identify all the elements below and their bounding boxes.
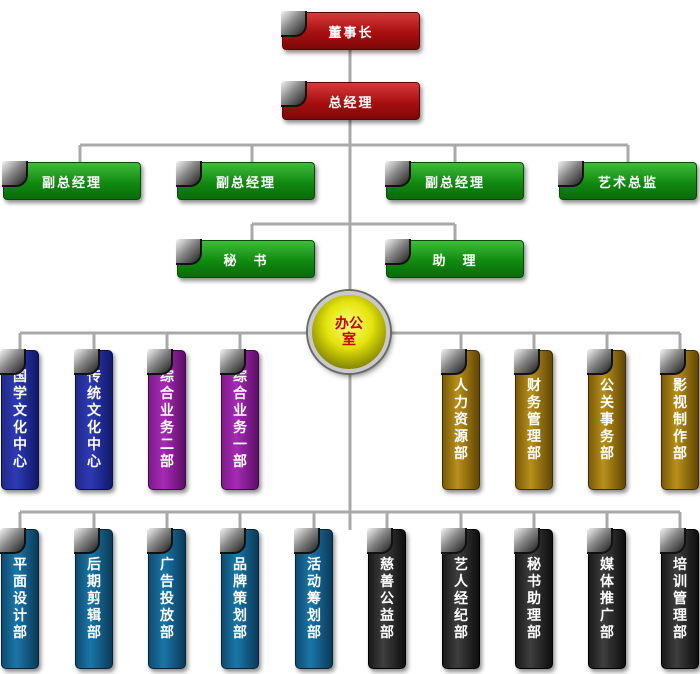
dept-node-bottom-9: 媒体推广部	[587, 528, 626, 669]
dept-label: 品牌策划部	[233, 556, 247, 641]
dept-node-bottom-8: 秘书助理部	[514, 528, 553, 669]
dept-label: 传统文化中心	[87, 369, 101, 470]
tab-decoration	[558, 161, 584, 187]
dept-label: 综合业务一部	[233, 369, 247, 470]
tab-decoration	[176, 161, 202, 187]
dept-label: 秘书助理部	[527, 556, 541, 641]
tab-decoration	[660, 528, 686, 554]
tab-decoration	[385, 239, 411, 265]
deputy-gm-node-3: 副总经理	[385, 161, 524, 200]
office-hub-label: 办公室	[335, 316, 363, 348]
dept-node-left-4: 综合业务一部	[220, 349, 259, 490]
chairman-label: 董事长	[328, 25, 374, 41]
dept-label: 广告投放部	[160, 556, 174, 641]
dept-label: 国学文化中心	[13, 369, 27, 470]
art-director-node: 艺术总监	[558, 161, 697, 200]
tab-decoration	[514, 349, 540, 375]
tab-decoration	[147, 349, 173, 375]
tab-decoration	[587, 528, 613, 554]
general-manager-node: 总经理	[281, 81, 420, 120]
dept-node-right-4: 影视制作部	[660, 349, 699, 490]
dept-label: 艺人经纪部	[454, 556, 468, 641]
dept-node-bottom-2: 后期剪辑部	[74, 528, 113, 669]
tab-decoration	[2, 161, 28, 187]
office-hub: 办公室	[308, 291, 390, 373]
tab-decoration	[0, 349, 26, 375]
dept-label: 影视制作部	[673, 377, 687, 462]
secretary-label: 秘 书	[223, 253, 269, 269]
deputy-gm-node-1: 副总经理	[2, 161, 141, 200]
deputy-gm-label: 副总经理	[41, 175, 102, 191]
tab-decoration	[514, 528, 540, 554]
dept-label: 人力资源部	[454, 377, 468, 462]
dept-node-bottom-5: 活动筹划部	[294, 528, 333, 669]
tab-decoration	[385, 161, 411, 187]
dept-label: 媒体推广部	[600, 556, 614, 641]
tab-decoration	[587, 349, 613, 375]
deputy-gm-label: 副总经理	[424, 175, 485, 191]
secretary-node: 秘 书	[176, 239, 315, 278]
tab-decoration	[74, 528, 100, 554]
tab-decoration	[281, 11, 307, 37]
assistant-node: 助 理	[385, 239, 524, 278]
dept-label: 平面设计部	[13, 556, 27, 641]
tab-decoration	[220, 349, 246, 375]
dept-node-right-3: 公关事务部	[587, 349, 626, 490]
dept-node-bottom-3: 广告投放部	[147, 528, 186, 669]
dept-node-right-2: 财务管理部	[514, 349, 553, 490]
dept-node-bottom-6: 慈善公益部	[367, 528, 406, 669]
dept-node-left-2: 传统文化中心	[74, 349, 113, 490]
dept-node-bottom-1: 平面设计部	[0, 528, 39, 669]
dept-label: 后期剪辑部	[87, 556, 101, 641]
tab-decoration	[367, 528, 393, 554]
deputy-gm-label: 副总经理	[215, 175, 276, 191]
tab-decoration	[441, 528, 467, 554]
general-manager-label: 总经理	[328, 95, 374, 111]
assistant-label: 助 理	[432, 253, 478, 269]
tab-decoration	[176, 239, 202, 265]
tab-decoration	[660, 349, 686, 375]
tab-decoration	[281, 81, 307, 107]
dept-label: 活动筹划部	[307, 556, 321, 641]
deputy-gm-node-2: 副总经理	[176, 161, 315, 200]
tab-decoration	[220, 528, 246, 554]
chairman-node: 董事长	[281, 11, 420, 50]
tab-decoration	[294, 528, 320, 554]
tab-decoration	[0, 528, 26, 554]
dept-label: 培训管理部	[673, 556, 687, 641]
dept-label: 公关事务部	[600, 377, 614, 462]
art-director-label: 艺术总监	[597, 175, 658, 191]
dept-label: 财务管理部	[527, 377, 541, 462]
tab-decoration	[147, 528, 173, 554]
dept-label: 慈善公益部	[380, 556, 394, 641]
dept-node-left-3: 综合业务二部	[147, 349, 186, 490]
dept-node-bottom-7: 艺人经纪部	[441, 528, 480, 669]
dept-node-bottom-10: 培训管理部	[660, 528, 699, 669]
dept-label: 综合业务二部	[160, 369, 174, 470]
dept-node-bottom-4: 品牌策划部	[220, 528, 259, 669]
tab-decoration	[74, 349, 100, 375]
dept-node-right-1: 人力资源部	[441, 349, 480, 490]
dept-node-left-1: 国学文化中心	[0, 349, 39, 490]
tab-decoration	[441, 349, 467, 375]
